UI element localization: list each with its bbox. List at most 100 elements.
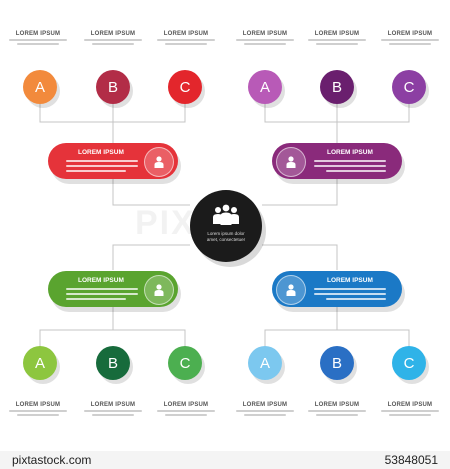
bottom-label-4: LOREM IPSUM (230, 402, 300, 416)
pill-red: LOREM IPSUM (48, 143, 178, 179)
text-line (66, 170, 126, 172)
text-line (157, 410, 215, 412)
footer-bar: pixtastock.com 53848051 (0, 451, 450, 469)
circle-b-crimson: B (96, 70, 130, 104)
label-title: LOREM IPSUM (15, 402, 61, 408)
text-line (236, 410, 294, 412)
label-title: LOREM IPSUM (90, 402, 136, 408)
text-line (316, 43, 358, 45)
text-line (244, 414, 286, 416)
circle-letter: C (403, 78, 415, 96)
text-line (66, 298, 126, 300)
circle-b-darkgreen: B (96, 346, 130, 380)
text-line (326, 170, 386, 172)
text-line (165, 43, 207, 45)
label-title: LOREM IPSUM (314, 31, 360, 37)
person-icon (144, 275, 174, 305)
bottom-label-6: LOREM IPSUM (375, 402, 445, 416)
label-title: LOREM IPSUM (15, 31, 61, 37)
text-line (66, 293, 138, 295)
circle-letter: C (403, 354, 415, 372)
circle-a-lime: A (23, 346, 57, 380)
circle-letter: B (107, 78, 118, 96)
text-line (308, 410, 366, 412)
text-line (389, 414, 431, 416)
pill-title: LOREM IPSUM (78, 149, 124, 156)
label-title: LOREM IPSUM (163, 31, 209, 37)
pill-purple: LOREM IPSUM (272, 143, 402, 179)
circle-b-blue: B (320, 346, 354, 380)
text-line (314, 293, 386, 295)
circle-b-plum: B (320, 70, 354, 104)
text-line (92, 414, 134, 416)
hub-text-line1: Lorem ipsum dolor (207, 231, 245, 236)
bottom-label-2: LOREM IPSUM (78, 402, 148, 416)
circle-letter: B (331, 78, 342, 96)
text-line (314, 165, 386, 167)
text-line (17, 414, 59, 416)
circle-a-orange: A (23, 70, 57, 104)
top-label-5: LOREM IPSUM (302, 31, 372, 45)
label-title: LOREM IPSUM (387, 31, 433, 37)
bottom-label-5: LOREM IPSUM (302, 402, 372, 416)
circle-letter: C (179, 354, 191, 372)
text-line (66, 160, 138, 162)
circle-letter: A (259, 354, 270, 372)
label-title: LOREM IPSUM (163, 402, 209, 408)
text-line (17, 43, 59, 45)
top-label-1: LOREM IPSUM (3, 31, 73, 45)
top-label-4: LOREM IPSUM (230, 31, 300, 45)
pill-blue: LOREM IPSUM (272, 271, 402, 307)
person-icon (144, 147, 174, 177)
label-title: LOREM IPSUM (242, 31, 288, 37)
circle-letter: B (107, 354, 118, 372)
pill-green: LOREM IPSUM (48, 271, 178, 307)
text-line (84, 410, 142, 412)
text-line (66, 165, 138, 167)
circle-a-violet: A (248, 70, 282, 104)
circle-c-green: C (168, 346, 202, 380)
text-line (9, 39, 67, 41)
text-line (326, 298, 386, 300)
text-line (157, 39, 215, 41)
top-label-2: LOREM IPSUM (78, 31, 148, 45)
top-label-3: LOREM IPSUM (151, 31, 221, 45)
footer-id: 53848051 (384, 453, 438, 467)
text-line (316, 414, 358, 416)
hub-text-line2: amet, consectetuer (206, 237, 246, 242)
circle-c-cyan: C (392, 346, 426, 380)
circle-c-red: C (168, 70, 202, 104)
bottom-label-3: LOREM IPSUM (151, 402, 221, 416)
bottom-label-1: LOREM IPSUM (3, 402, 73, 416)
text-line (84, 39, 142, 41)
circle-c-purple: C (392, 70, 426, 104)
pill-title: LOREM IPSUM (327, 149, 373, 156)
text-line (381, 39, 439, 41)
text-line (381, 410, 439, 412)
person-icon (276, 147, 306, 177)
pill-title: LOREM IPSUM (78, 277, 124, 284)
text-line (308, 39, 366, 41)
label-title: LOREM IPSUM (387, 402, 433, 408)
label-title: LOREM IPSUM (242, 402, 288, 408)
circle-letter: A (34, 354, 45, 372)
text-line (9, 410, 67, 412)
person-icon (276, 275, 306, 305)
pill-title: LOREM IPSUM (327, 277, 373, 284)
circle-letter: A (259, 78, 270, 96)
label-title: LOREM IPSUM (314, 402, 360, 408)
top-label-6: LOREM IPSUM (375, 31, 445, 45)
people-icon (213, 204, 239, 225)
text-line (236, 39, 294, 41)
text-line (66, 288, 138, 290)
central-hub: Lorem ipsum dolor amet, consectetuer (190, 190, 262, 262)
text-line (314, 288, 386, 290)
circle-letter: A (34, 78, 45, 96)
text-line (165, 414, 207, 416)
footer-brand: pixtastock.com (12, 453, 92, 467)
text-line (314, 160, 386, 162)
text-line (244, 43, 286, 45)
circle-a-lightblue: A (248, 346, 282, 380)
